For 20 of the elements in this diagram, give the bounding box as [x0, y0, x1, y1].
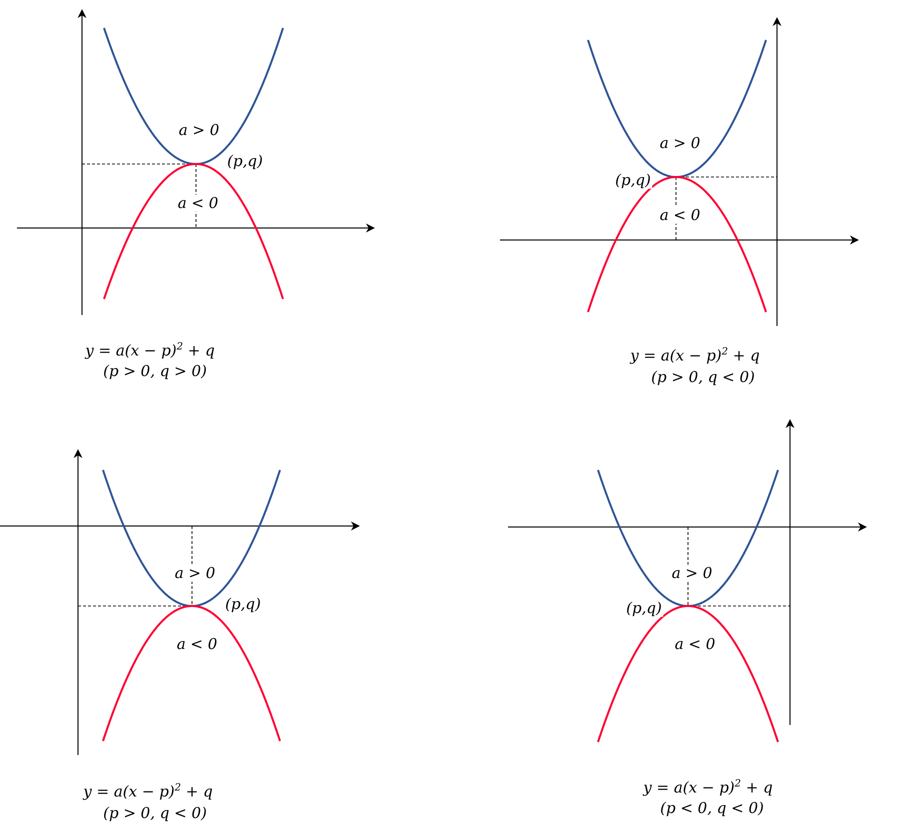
inequality-label: a < 0 [176, 636, 218, 652]
equation-text: y = a(x − p)$^{2}$ + q [629, 346, 761, 364]
inequality-label: a < 0 [176, 194, 220, 212]
point-label: (p,q) [614, 172, 652, 188]
point-label: (p,q) [224, 596, 262, 612]
condition-text: (p > 0, q < 0) [102, 804, 208, 822]
point-label: (p,q) [226, 152, 264, 170]
inequality-label: a < 0 [674, 636, 716, 652]
inequality-label: a > 0 [178, 122, 220, 138]
inequality-label: a > 0 [670, 564, 714, 582]
condition-text: (p < 0, q < 0) [659, 800, 765, 816]
equation-text: y = a(x − p)$^{2}$ + q [82, 782, 214, 800]
inequality-label: a > 0 [658, 134, 702, 152]
condition-text: (p > 0, q > 0) [102, 362, 208, 380]
condition-text: (p > 0, q < 0) [650, 368, 756, 386]
inequality-label: a > 0 [174, 564, 216, 582]
point-label: (p,q) [625, 600, 663, 616]
equation-text: y = a(x − p)$^{2}$ + q [642, 778, 774, 796]
inequality-label: a < 0 [658, 206, 702, 224]
equation-text: y = a(x − p)$^{2}$ + q [84, 341, 216, 359]
